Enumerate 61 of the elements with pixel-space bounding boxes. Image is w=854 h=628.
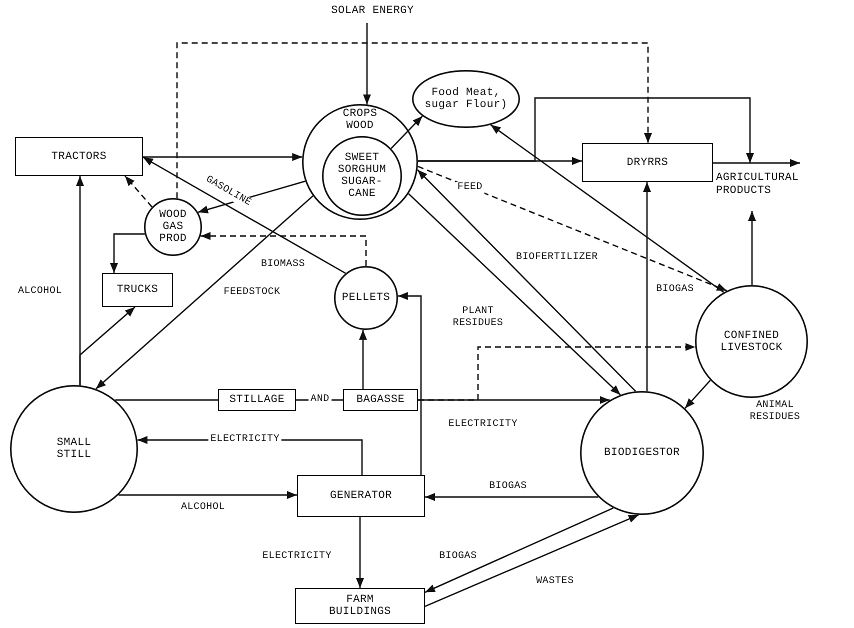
- arrow: [418, 166, 728, 292]
- arrow: [424, 514, 639, 608]
- connector-line: [115, 399, 218, 401]
- arrow: [200, 232, 367, 266]
- node-text: CROPS WOOD: [342, 108, 378, 132]
- node-text: SWEET SORGHUM SUGAR-CANE: [336, 152, 388, 200]
- arrow: [124, 176, 153, 208]
- arrow: [110, 233, 145, 273]
- node-text: TRACTORS: [51, 150, 107, 162]
- arrow: [417, 169, 636, 392]
- flow-label: AGRICULTURAL PRODUCTS: [716, 172, 838, 198]
- arrow: [118, 491, 297, 499]
- process-circle: [302, 104, 418, 220]
- arrow: [398, 292, 422, 475]
- arrow: [490, 124, 724, 293]
- arrow: [408, 193, 621, 396]
- node-text: TRUCKS: [116, 284, 158, 296]
- arrow: [418, 97, 754, 163]
- process-box: [582, 143, 713, 182]
- product-ellipse: [412, 70, 520, 128]
- flow-label: SOLAR ENERGY: [310, 5, 435, 18]
- arrow: [95, 195, 314, 390]
- node-text: WOOD GAS PROD: [158, 209, 188, 245]
- edge-label: FEED: [455, 182, 485, 194]
- process-circle: [144, 198, 202, 256]
- arrow: [359, 330, 367, 389]
- arrow: [356, 517, 364, 588]
- node-text: Food Meat, sugar Flour): [424, 87, 508, 111]
- process-box: [218, 389, 296, 411]
- arrow: [643, 182, 651, 392]
- arrow: [418, 343, 696, 401]
- node-text: FARM BUILDINGS: [328, 594, 392, 618]
- process-box: [295, 588, 425, 624]
- arrow: [713, 159, 800, 167]
- arrow: [143, 153, 302, 161]
- process-box: [343, 389, 418, 411]
- arrow: [79, 306, 136, 386]
- process-circle: [580, 391, 704, 515]
- node-text: DRYRRS: [626, 156, 668, 168]
- process-circle: [10, 385, 138, 513]
- arrow: [142, 156, 346, 274]
- arrow: [748, 211, 756, 285]
- arrow: [363, 23, 371, 104]
- arrow: [176, 42, 652, 198]
- arrow: [425, 493, 598, 501]
- node-text: BIODIGESTOR: [604, 447, 680, 459]
- arrow: [684, 380, 711, 409]
- process-box: [15, 137, 143, 176]
- process-circle: [334, 266, 398, 330]
- arrow: [390, 116, 423, 149]
- node-text: SMALL STILL: [56, 437, 92, 461]
- process-box: [102, 273, 173, 307]
- process-circle: [322, 136, 402, 216]
- node-text: PELLETS: [342, 292, 390, 304]
- process-box: [297, 475, 425, 517]
- arrow: [424, 507, 614, 593]
- node-text: GENERATOR: [330, 490, 392, 502]
- node-text: BAGASSE: [356, 394, 405, 406]
- node-text: CONFINED LIVESTOCK: [719, 330, 784, 354]
- node-text: STILLAGE: [229, 394, 285, 406]
- process-circle: [695, 285, 808, 398]
